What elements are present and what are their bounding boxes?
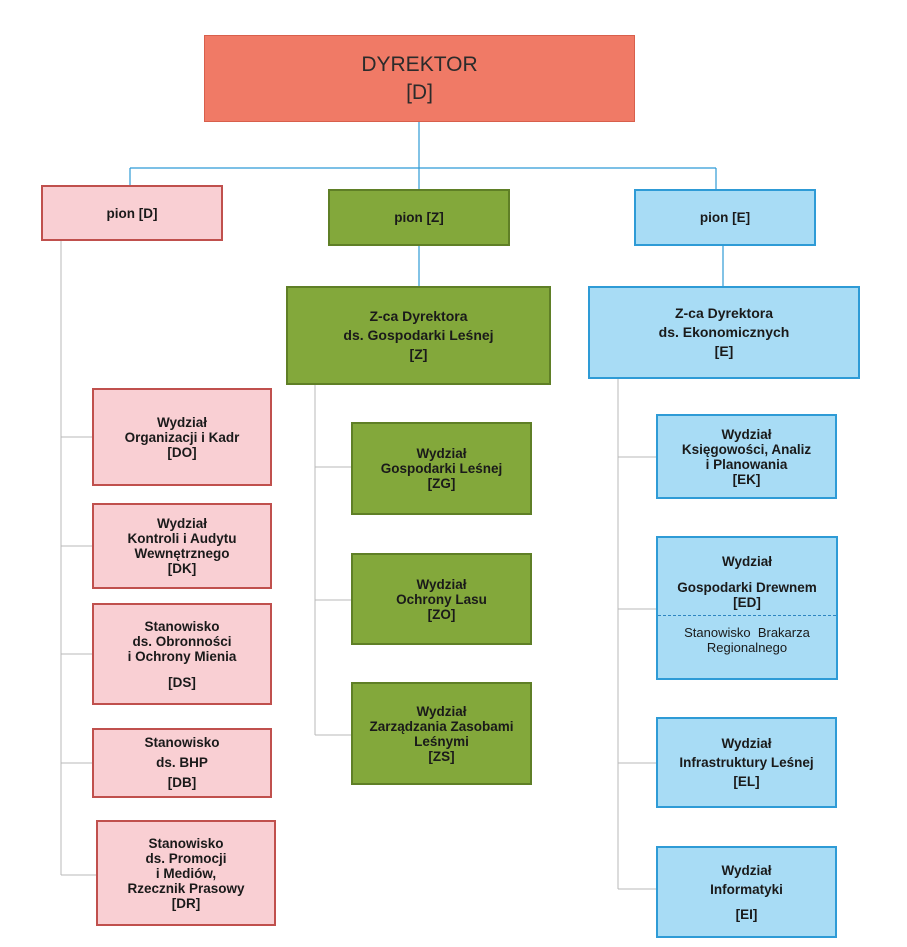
unit-line: Informatyki: [710, 881, 783, 897]
unit-ed-box: Wydział Gospodarki Drewnem [ED] Stanowis…: [656, 536, 838, 680]
unit-line: ds. Promocji: [145, 850, 227, 866]
unit-line: Wydział: [156, 414, 207, 430]
unit-zg-box: Wydział Gospodarki Leśnej [ZG]: [351, 422, 532, 515]
pion-e-box: pion [E]: [634, 189, 816, 246]
unit-code: [ZS]: [428, 748, 455, 764]
unit-line: Ochrony Lasu: [396, 591, 487, 607]
unit-line: Stanowisko: [144, 735, 220, 750]
deputy-e-line1: Z-ca Dyrektora: [674, 305, 774, 321]
unit-line: i Ochrony Mienia: [127, 648, 237, 664]
brakarz-line1: Stanowisko Brakarza: [684, 625, 810, 640]
unit-line: Wydział: [416, 703, 467, 719]
unit-dr-box: Stanowisko ds. Promocji i Mediów, Rzeczn…: [96, 820, 276, 926]
unit-db-box: Stanowisko ds. BHP [DB]: [92, 728, 272, 798]
unit-zo-box: Wydział Ochrony Lasu [ZO]: [351, 553, 532, 645]
unit-line: Leśnymi: [414, 733, 469, 749]
deputy-z-line2: ds. Gospodarki Leśnej: [343, 327, 494, 343]
unit-line: Organizacji i Kadr: [124, 429, 240, 445]
unit-code: [ZO]: [427, 606, 456, 622]
unit-code: [DO]: [167, 444, 197, 460]
unit-line: i Planowania: [705, 456, 788, 472]
unit-code: [EI]: [735, 906, 758, 922]
deputy-z-box: Z-ca Dyrektora ds. Gospodarki Leśnej [Z]: [286, 286, 551, 385]
deputy-e-box: Z-ca Dyrektora ds. Ekonomicznych [E]: [588, 286, 860, 379]
pion-z-box: pion [Z]: [328, 189, 510, 246]
unit-ds-box: Stanowisko ds. Obronności i Ochrony Mien…: [92, 603, 272, 705]
unit-line: Gospodarki Leśnej: [380, 461, 503, 476]
unit-line: i Mediów,: [155, 865, 217, 881]
unit-code: [DK]: [167, 561, 197, 576]
unit-ek-box: Wydział Księgowości, Analiz i Planowania…: [656, 414, 837, 499]
unit-code: [EL]: [733, 774, 760, 789]
unit-code: [ED]: [733, 595, 761, 610]
unit-line: ds. BHP: [156, 755, 208, 770]
unit-code: [DS]: [168, 674, 196, 690]
unit-code: [DR]: [171, 895, 201, 911]
deputy-z-line1: Z-ca Dyrektora: [369, 308, 468, 324]
unit-do-box: Wydział Organizacji i Kadr [DO]: [92, 388, 272, 486]
deputy-e-line2: ds. Ekonomicznych: [658, 324, 790, 340]
director-title: DYREKTOR: [361, 52, 478, 76]
pion-z-label: pion [Z]: [394, 210, 444, 225]
unit-ei-box: Wydział Informatyki [EI]: [656, 846, 837, 938]
deputy-z-code: [Z]: [409, 346, 428, 362]
unit-line: Stanowisko: [144, 618, 220, 634]
unit-line: Kontroli i Audytu: [127, 531, 237, 546]
unit-line: Rzecznik Prasowy: [127, 880, 245, 896]
unit-code: [ZG]: [427, 476, 456, 491]
unit-line: Stanowisko: [148, 835, 224, 851]
unit-el-box: Wydział Infrastruktury Leśnej [EL]: [656, 717, 837, 808]
deputy-e-code: [E]: [714, 343, 734, 359]
unit-line: Infrastruktury Leśnej: [679, 755, 814, 770]
director-code: [D]: [406, 80, 433, 104]
unit-code: [EK]: [732, 471, 761, 487]
unit-line: Wydział: [416, 576, 467, 592]
unit-line: Gospodarki Drewnem: [677, 580, 817, 595]
unit-line: Wydział: [721, 736, 772, 751]
pion-e-label: pion [E]: [699, 210, 751, 225]
unit-line: Wydział: [416, 446, 467, 461]
unit-line: Zarządzania Zasobami: [369, 718, 514, 734]
divider: [658, 615, 836, 616]
brakarz-line2: Regionalnego: [706, 640, 788, 655]
unit-line: ds. Obronności: [132, 633, 232, 649]
unit-line: Wewnętrznego: [134, 546, 230, 561]
unit-zs-box: Wydział Zarządzania Zasobami Leśnymi [ZS…: [351, 682, 532, 785]
unit-line: Księgowości, Analiz: [681, 441, 812, 457]
director-box: DYREKTOR [D]: [204, 35, 635, 122]
pion-d-label: pion [D]: [106, 205, 158, 221]
unit-code: [DB]: [167, 775, 197, 790]
unit-line: Wydział: [721, 862, 772, 878]
unit-dk-box: Wydział Kontroli i Audytu Wewnętrznego […: [92, 503, 272, 589]
pion-d-box: pion [D]: [41, 185, 223, 241]
unit-line: Wydział: [721, 554, 772, 569]
unit-line: Wydział: [721, 426, 772, 442]
unit-line: Wydział: [156, 516, 207, 531]
